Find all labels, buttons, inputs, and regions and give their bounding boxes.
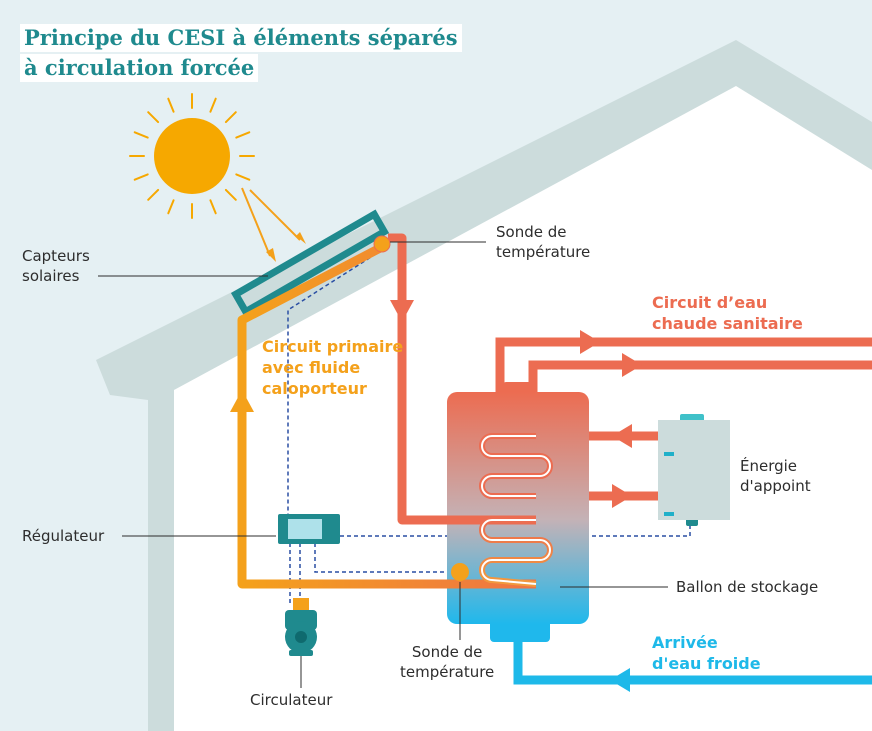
sun-ray: [167, 97, 175, 113]
solar-collector: [230, 209, 390, 317]
sun-ray: [209, 199, 217, 215]
cold-water-pipe: [513, 630, 872, 685]
circulator-pump: [285, 598, 317, 656]
sun-ray: [133, 173, 149, 181]
temperature-sensor-bottom: [451, 563, 469, 581]
sun-ray: [224, 111, 237, 124]
hot-arrow-1: [580, 330, 600, 354]
backup-energy-unit: [658, 414, 730, 526]
sun-ray: [147, 188, 160, 201]
title-line-1: Principe du CESI à éléments séparés: [20, 24, 462, 52]
backup-arrow-out: [612, 484, 632, 508]
sun-ray: [235, 131, 251, 139]
sun-icon: [129, 93, 306, 262]
primary-arrow-up: [230, 390, 254, 412]
hot-water-circuit: [495, 337, 872, 392]
tank-body: [447, 392, 589, 624]
primary-circuit: [237, 233, 536, 589]
leader-lines: [98, 241, 668, 688]
sun-ray: [133, 131, 149, 139]
house-roof: [96, 40, 872, 731]
label-ballon: Ballon de stockage: [676, 578, 819, 596]
sun-disc: [154, 118, 230, 194]
sun-ray: [209, 97, 217, 113]
regulator: [278, 514, 340, 544]
hot-arrow-2: [622, 353, 642, 377]
sun-ray: [147, 111, 160, 124]
sun-ray: [224, 188, 237, 201]
title-line-2: à circulation forcée: [20, 54, 259, 82]
label-regulateur: Régulateur: [22, 527, 105, 545]
sun-ray: [167, 199, 175, 215]
primary-arrow-down: [390, 300, 414, 322]
cold-arrow: [610, 668, 630, 692]
sun-ray: [235, 173, 251, 181]
storage-tank: [447, 382, 589, 642]
temperature-sensor-top: [373, 235, 391, 253]
label-circulateur: Circulateur: [250, 691, 333, 709]
backup-arrow-in: [612, 424, 632, 448]
